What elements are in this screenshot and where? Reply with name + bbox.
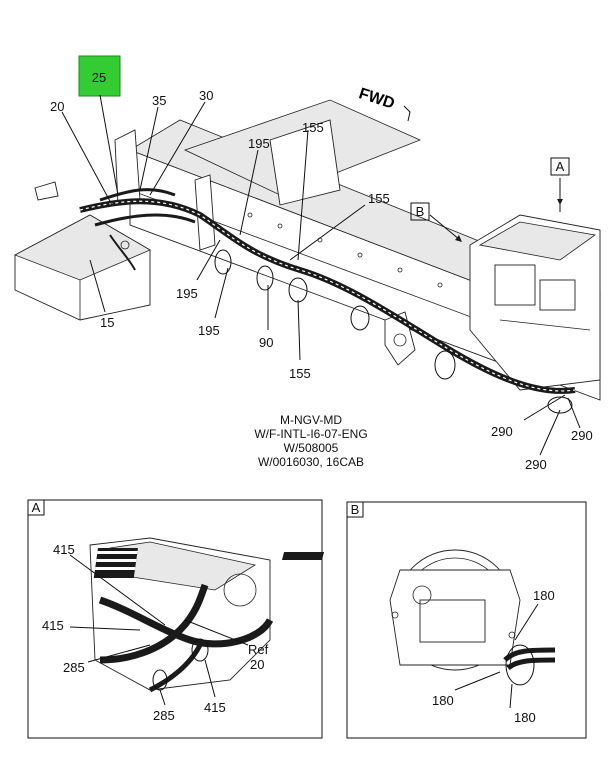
callout-25-label: 25 [92,70,106,85]
callout-415-a2: 415 [42,618,64,633]
callout-195-bottom: 195 [198,323,220,338]
view-ref-a[interactable]: A [550,157,570,205]
fwd-label: FWD [357,85,397,112]
harness-clamps [214,249,573,414]
svg-text:W/0016030, 16CAB: W/0016030, 16CAB [258,455,364,469]
main-callouts: 20 35 30 155 195 155 195 195 90 155 15 2… [50,88,593,472]
callout-15: 15 [100,315,114,330]
callout-290-right: 290 [571,428,593,443]
ref-number: 20 [250,657,264,672]
callout-285-a2: 285 [153,708,175,723]
ref-label: Ref [248,642,269,657]
applicability-note: M-NGV-MD W/F-INTL-I6-07-ENG W/508005 W/0… [254,413,367,469]
callout-180-b2: 180 [432,693,454,708]
detail-a-panel: A [27,499,323,739]
view-ref-b[interactable]: B [410,202,462,242]
callout-290-left: 290 [491,424,513,439]
callout-20: 20 [50,99,64,114]
svg-text:W/F-INTL-I6-07-ENG: W/F-INTL-I6-07-ENG [254,427,367,441]
callout-155-right: 155 [368,191,390,206]
callout-195-left: 195 [176,286,198,301]
svg-text:A: A [556,159,565,174]
callout-155-bottom: 155 [289,366,311,381]
svg-text:M-NGV-MD: M-NGV-MD [280,413,342,427]
detail-b-tag: B [351,502,360,517]
main-leader-lines [61,94,581,456]
callout-195-top: 195 [248,136,270,151]
main-assembly-drawing [14,99,601,414]
detail-b-callouts: 180 180 180 [432,588,555,725]
callout-35: 35 [152,93,166,108]
callout-290-bottom: 290 [525,457,547,472]
callout-285-a1: 285 [63,660,85,675]
detail-b-panel: B [281,501,587,739]
callout-155-top: 155 [302,120,324,135]
callout-415-a3: 415 [204,700,226,715]
callout-25-highlight[interactable]: 25 [78,55,121,97]
detail-a-callouts: 415 415 285 285 415 Ref 20 [42,542,269,723]
svg-text:B: B [416,204,425,219]
callout-30: 30 [199,88,213,103]
callout-180-b1: 180 [533,588,555,603]
detail-a-tag: A [32,500,41,515]
callout-415-a1: 415 [53,542,75,557]
callout-180-b3: 180 [514,710,536,725]
callout-90: 90 [259,335,273,350]
svg-text:W/508005: W/508005 [284,441,339,455]
